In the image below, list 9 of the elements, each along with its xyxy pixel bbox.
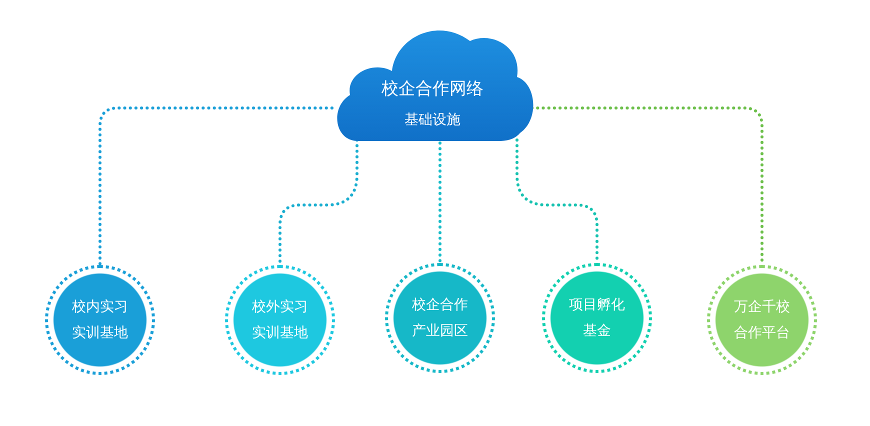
node-label: 校内实习实训基地 xyxy=(71,298,129,343)
cloud-title: 校企合作网络 xyxy=(380,78,484,100)
cloud-subtitle: 基础设施 xyxy=(404,111,462,129)
node-label: 校企合作产业园区 xyxy=(411,296,469,341)
node-label: 项目孵化基金 xyxy=(568,296,626,341)
node-label: 万企千校合作平台 xyxy=(733,298,791,343)
connector-line xyxy=(438,142,442,264)
connector-line xyxy=(98,106,334,266)
node-label: 校外实习实训基地 xyxy=(251,298,309,343)
